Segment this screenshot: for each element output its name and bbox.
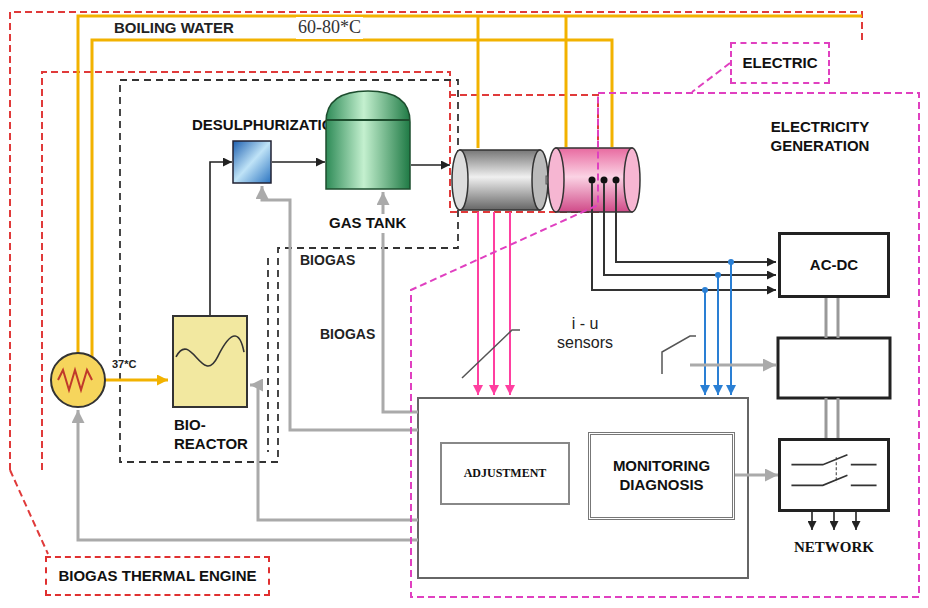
sensor-wire [704,290,706,395]
network-arrow [855,512,857,530]
desulphurization-shape [233,141,271,183]
control-arrow [690,364,776,367]
node-label: ELECTRIC [743,54,818,73]
junction-dot [702,287,708,293]
biogas-bracket [267,258,269,452]
bioreactor-shape [173,316,247,407]
engine-group-box: BIOGAS THERMAL ENGINE [45,556,270,596]
generator-end [548,148,564,212]
terminal-dot [589,177,596,184]
annotation-label: BIOGAS [298,252,357,269]
heat-exchanger-coil [58,370,92,390]
thermal-region-outline [10,12,862,470]
connector [735,474,778,477]
switch-box [780,440,889,511]
network-arrow [833,512,835,530]
engine-region-outline [42,72,598,470]
hot-water-pipe [92,40,612,357]
annotation-label: 37*C [110,358,138,371]
switch-symbol [791,455,876,465]
terminal-dot [613,177,620,184]
converter-box: AC-DC [778,232,890,298]
control-line [250,385,418,520]
hot-water-pipe [565,16,568,147]
generation-region-outline [411,93,919,597]
network-switch-outline [778,438,890,512]
gas-tank-outline [325,90,411,190]
hot-water-pipe [78,16,862,353]
bus-link [826,298,838,438]
terminal-dot [601,177,608,184]
engine-cylinder [460,150,540,210]
bioreactor-outline [172,315,248,408]
gas-tank-shape [326,91,410,189]
sensor-wire [477,212,479,395]
network-arrow [811,512,813,530]
node-label: GAS TANK [327,214,408,233]
annotation-label: BOILING WATER [112,19,236,37]
power-wire [616,183,776,262]
gas-feed-arrow [411,164,450,166]
engine-cylinder-end [452,150,468,210]
annotation-label: 60-80*C [296,17,363,39]
generation-region-outline [410,92,920,598]
monitoring-box: MONITORING DIAGNOSIS [588,432,735,520]
sensor-wire [509,212,511,395]
node-label: MONITORING DIAGNOSIS [597,457,726,495]
sensor-wire [730,262,732,395]
power-wire [604,183,776,275]
node-label: AC-DC [810,256,858,275]
desulphurization-unit-outline [232,140,272,184]
generation-region: ELECTRICITY GENERATION AC-DC ADJUSTMENT MON… [410,92,920,598]
switch-symbol [791,475,876,485]
leader-line [10,470,48,554]
junction-dot [715,272,721,278]
inverter-box [778,338,890,398]
control-line [262,186,418,430]
node-label: NETWORK [778,538,890,557]
gas-tank: GAS TANK [325,90,411,190]
bioreactor-wave [176,336,244,366]
connector [210,162,232,315]
node-label: ELECTRICITY GENERATION [745,118,895,156]
node-label: ADJUSTMENT [464,466,547,481]
switch-link [836,457,837,482]
node-label: BIO-REACTOR [174,416,258,454]
generator-end [624,148,640,212]
heat-exchanger [51,353,105,407]
node-label: BIOGAS THERMAL ENGINE [58,567,256,586]
desulphurization-unit: DESULPHURIZATION [232,140,272,184]
gas-tank-seam [326,119,410,121]
electric-box: ELECTRIC [730,42,830,84]
junction-dot [728,259,734,265]
sensor-symbol [462,330,520,378]
sensor-wire [717,275,719,395]
connector [692,63,730,92]
connector [272,161,325,163]
heating-arrow [105,379,168,382]
hot-water-pipe [477,16,480,148]
generator-cylinder [556,148,632,212]
annotation-label: BIOGAS [318,326,377,343]
adjustment-box: ADJUSTMENT [440,442,570,505]
network-switch: NETWORK [778,438,890,512]
node-label: DESULPHURIZATION [192,116,344,135]
sensor-symbol [662,336,696,374]
control-box [418,398,748,578]
sensor-wire [493,212,495,395]
bioreactor: BIO-REACTOR [172,315,248,408]
biogas-region-outline [120,80,458,462]
power-wire [592,183,776,290]
annotation-label: i - u sensors [550,314,620,352]
